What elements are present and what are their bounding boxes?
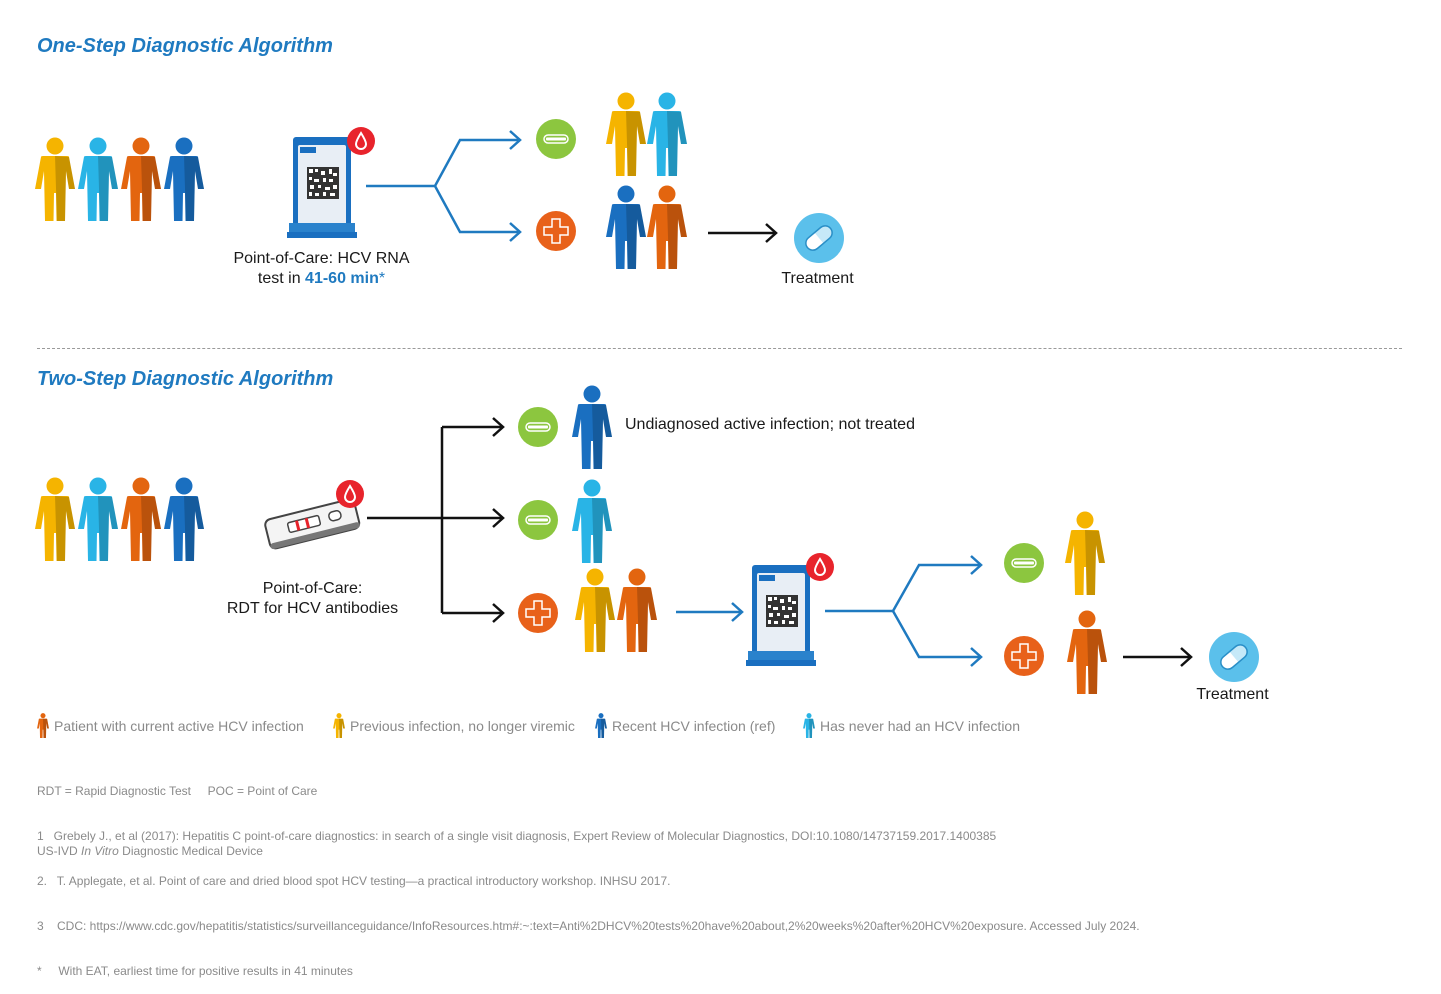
two-step-caption: Point-of-Care: RDT for HCV antibodies xyxy=(205,579,420,619)
arrow-to-treatment xyxy=(708,223,778,243)
patient-group xyxy=(35,477,205,570)
pill-icon xyxy=(793,212,845,269)
person-icon xyxy=(121,477,161,561)
legend-item: Recent HCV infection (ref) xyxy=(595,713,775,738)
pill-icon xyxy=(1208,631,1260,688)
positive-patients xyxy=(606,185,691,276)
minus-circle-icon xyxy=(517,499,559,546)
undiagnosed-note: Undiagnosed active infection; not treate… xyxy=(625,416,915,433)
treatment-label: Treatment xyxy=(1196,686,1269,703)
caption-asterisk: * xyxy=(378,270,386,287)
two-step-title: Two-Step Diagnostic Algorithm xyxy=(37,368,334,390)
patient-group xyxy=(35,137,205,230)
person-icon xyxy=(1067,610,1107,694)
person-icon xyxy=(37,713,49,738)
footnotes: RDT = Rapid Diagnostic Test POC = Point … xyxy=(37,754,1427,994)
device-disclaimer: US-IVD In Vitro Diagnostic Medical Devic… xyxy=(37,844,263,859)
branch-arrows xyxy=(825,555,983,667)
negative-patient xyxy=(572,479,614,570)
blood-drop-icon xyxy=(805,552,835,587)
one-step-title: One-Step Diagnostic Algorithm xyxy=(37,35,333,57)
person-icon xyxy=(647,92,687,176)
genexpert-cartridge-icon xyxy=(285,127,385,247)
section-divider xyxy=(37,348,1402,349)
positive-patients xyxy=(575,568,660,659)
footnote-ref: 1 Grebely J., et al (2017): Hepatitis C … xyxy=(37,829,997,843)
person-icon xyxy=(606,92,646,176)
person-icon xyxy=(1065,511,1105,595)
person-icon xyxy=(647,185,687,269)
caption-time: 41-60 min xyxy=(305,270,379,287)
person-icon xyxy=(803,713,815,738)
person-icon xyxy=(333,713,345,738)
negative-patient xyxy=(1065,511,1107,602)
legend-item: Patient with current active HCV infectio… xyxy=(37,713,304,738)
caption-line: Point-of-Care: xyxy=(262,580,363,597)
plus-circle-icon xyxy=(1003,635,1045,682)
genexpert-cartridge-icon xyxy=(744,555,844,675)
blood-drop-icon xyxy=(335,479,365,514)
person-icon xyxy=(78,477,118,561)
legend-label: Patient with current active HCV infectio… xyxy=(54,717,304,734)
person-icon xyxy=(617,568,657,652)
minus-circle-icon xyxy=(517,406,559,453)
minus-circle-icon xyxy=(1003,542,1045,589)
legend-item: Previous infection, no longer viremic xyxy=(333,713,575,738)
arrow-to-confirmation xyxy=(676,602,744,622)
minus-circle-icon xyxy=(535,118,577,165)
legend-label: Recent HCV infection (ref) xyxy=(612,717,776,734)
person-icon xyxy=(35,137,75,221)
branch-arrows xyxy=(367,417,505,623)
person-icon xyxy=(572,385,612,469)
legend-label: Previous infection, no longer viremic xyxy=(350,717,575,734)
plus-circle-icon xyxy=(535,210,577,257)
rapid-test-strip-icon xyxy=(262,495,362,556)
arrow-to-treatment xyxy=(1123,647,1193,667)
legend-item: Has never had an HCV infection xyxy=(803,713,1020,738)
footnote-ref: * With EAT, earliest time for positive r… xyxy=(37,964,353,978)
person-icon xyxy=(575,568,615,652)
person-icon xyxy=(35,477,75,561)
caption-line: RDT for HCV antibodies xyxy=(226,600,399,617)
footnote-abbrev: RDT = Rapid Diagnostic Test POC = Point … xyxy=(37,784,318,798)
legend-label: Has never had an HCV infection xyxy=(820,717,1020,734)
caption-prefix: test in xyxy=(257,270,306,287)
person-icon xyxy=(121,137,161,221)
disclaimer-prefix: US-IVD xyxy=(37,844,82,858)
person-icon xyxy=(572,479,612,563)
person-icon xyxy=(164,137,204,221)
disclaimer-suffix: Diagnostic Medical Device xyxy=(118,844,263,858)
blood-drop-icon xyxy=(346,126,376,161)
one-step-caption: Point-of-Care: HCV RNA test in 41-60 min… xyxy=(214,249,429,289)
person-icon xyxy=(78,137,118,221)
footnote-ref: 2. T. Applegate, et al. Point of care an… xyxy=(37,874,671,888)
person-icon xyxy=(164,477,204,561)
positive-patient xyxy=(1067,610,1109,701)
footnote-ref: 3 CDC: https://www.cdc.gov/hepatitis/sta… xyxy=(37,919,1140,933)
negative-patients xyxy=(606,92,691,183)
plus-circle-icon xyxy=(517,592,559,639)
caption-line: test in 41-60 min* xyxy=(214,269,429,289)
treatment-label: Treatment xyxy=(781,270,854,287)
branch-arrows xyxy=(366,130,522,242)
person-icon xyxy=(606,185,646,269)
disclaimer-italic: In Vitro xyxy=(81,844,119,858)
caption-line: Point-of-Care: HCV RNA xyxy=(233,250,410,267)
undiagnosed-patient xyxy=(572,385,614,476)
person-icon xyxy=(595,713,607,738)
